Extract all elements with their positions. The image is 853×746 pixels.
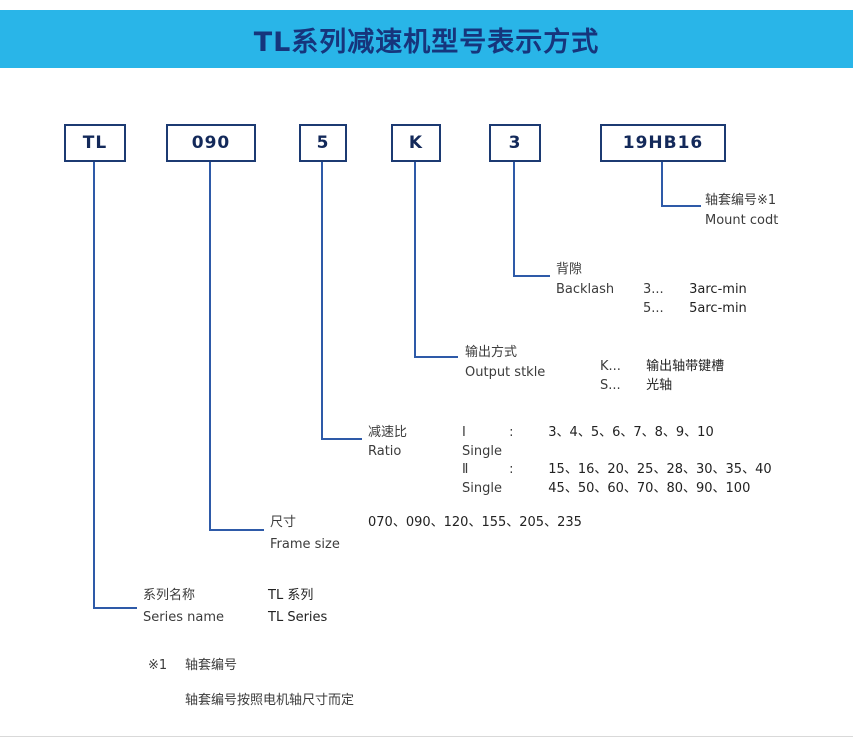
output-option-value: 光轴	[646, 378, 673, 393]
ratio-connector-vertical	[321, 162, 323, 440]
mount-connector-vertical	[661, 162, 663, 207]
output-connector-vertical	[414, 162, 416, 358]
code-box-series: TL	[64, 124, 126, 162]
backlash-option-key: 5...	[643, 301, 664, 316]
ratio-label-zh: 减速比	[368, 425, 408, 440]
backlash-connector-horizontal	[513, 275, 550, 277]
ratio-row-class: Single	[462, 444, 502, 459]
series-connector-horizontal	[93, 607, 137, 609]
backlash-label-en: Backlash	[556, 282, 615, 297]
ratio-row-class: Single	[462, 481, 502, 496]
output-option-key: S...	[600, 378, 621, 393]
code-box-output: K	[391, 124, 441, 162]
ratio-row-values: 3、4、5、6、7、8、9、10	[548, 425, 714, 440]
mount-label-zh: 轴套编号※1	[705, 193, 777, 208]
frame-label-en: Frame size	[270, 537, 340, 552]
ratio-row: Ⅰ : 3、4、5、6、7、8、9、10	[462, 425, 714, 441]
ratio-row-class: Ⅰ	[462, 425, 466, 440]
ratio-row-colon: :	[509, 462, 514, 477]
frame-connector-vertical	[209, 162, 211, 531]
ratio-row-class: Ⅱ	[462, 462, 469, 477]
output-option-value: 输出轴带键槽	[646, 359, 725, 374]
series-label-en: Series name	[143, 610, 224, 625]
ratio-row-values: 15、16、20、25、28、30、35、40	[548, 462, 772, 477]
ratio-row-values: 45、50、60、70、80、90、100	[548, 481, 751, 496]
code-box-backlash: 3	[489, 124, 541, 162]
output-option-key: K...	[600, 359, 621, 374]
backlash-option: 5... 5arc-min	[643, 301, 747, 317]
backlash-label-zh: 背隙	[556, 262, 583, 277]
bottom-divider	[0, 736, 853, 737]
code-box-frame: 090	[166, 124, 256, 162]
output-connector-horizontal	[414, 356, 458, 358]
ratio-connector-horizontal	[321, 438, 362, 440]
backlash-connector-vertical	[513, 162, 515, 277]
footnote-note: 轴套编号按照电机轴尺寸而定	[185, 693, 355, 708]
footnote-title: 轴套编号	[185, 658, 238, 673]
ratio-row-colon: :	[509, 425, 514, 440]
output-option: S... 光轴	[600, 378, 673, 394]
output-label-en: Output stkle	[465, 365, 546, 380]
frame-label-zh: 尺寸	[270, 515, 297, 530]
series-connector-vertical	[93, 162, 95, 609]
title-banner: TL系列减速机型号表示方式	[0, 10, 853, 68]
output-label-zh: 输出方式	[465, 345, 518, 360]
backlash-option-value: 3arc-min	[689, 282, 747, 297]
mount-connector-horizontal	[661, 205, 701, 207]
backlash-option: 3... 3arc-min	[643, 282, 747, 298]
frame-values: 070、090、120、155、205、235	[368, 515, 582, 530]
ratio-row: Single 45、50、60、70、80、90、100	[462, 481, 751, 497]
mount-label-en: Mount codt	[705, 213, 779, 228]
ratio-label-en: Ratio	[368, 444, 402, 459]
series-label-zh: 系列名称	[143, 588, 196, 603]
output-option: K... 输出轴带键槽	[600, 359, 725, 375]
backlash-option-key: 3...	[643, 282, 664, 297]
series-value-en: TL Series	[268, 610, 328, 625]
ratio-row: Single	[462, 444, 544, 460]
footnote-marker: ※1	[148, 658, 168, 673]
frame-connector-horizontal	[209, 529, 264, 531]
code-box-ratio: 5	[299, 124, 347, 162]
code-box-mount: 19HB16	[600, 124, 726, 162]
series-value-zh: TL 系列	[268, 588, 314, 603]
page-title: TL系列减速机型号表示方式	[253, 26, 600, 58]
backlash-option-value: 5arc-min	[689, 301, 747, 316]
ratio-row: Ⅱ : 15、16、20、25、28、30、35、40	[462, 462, 772, 478]
